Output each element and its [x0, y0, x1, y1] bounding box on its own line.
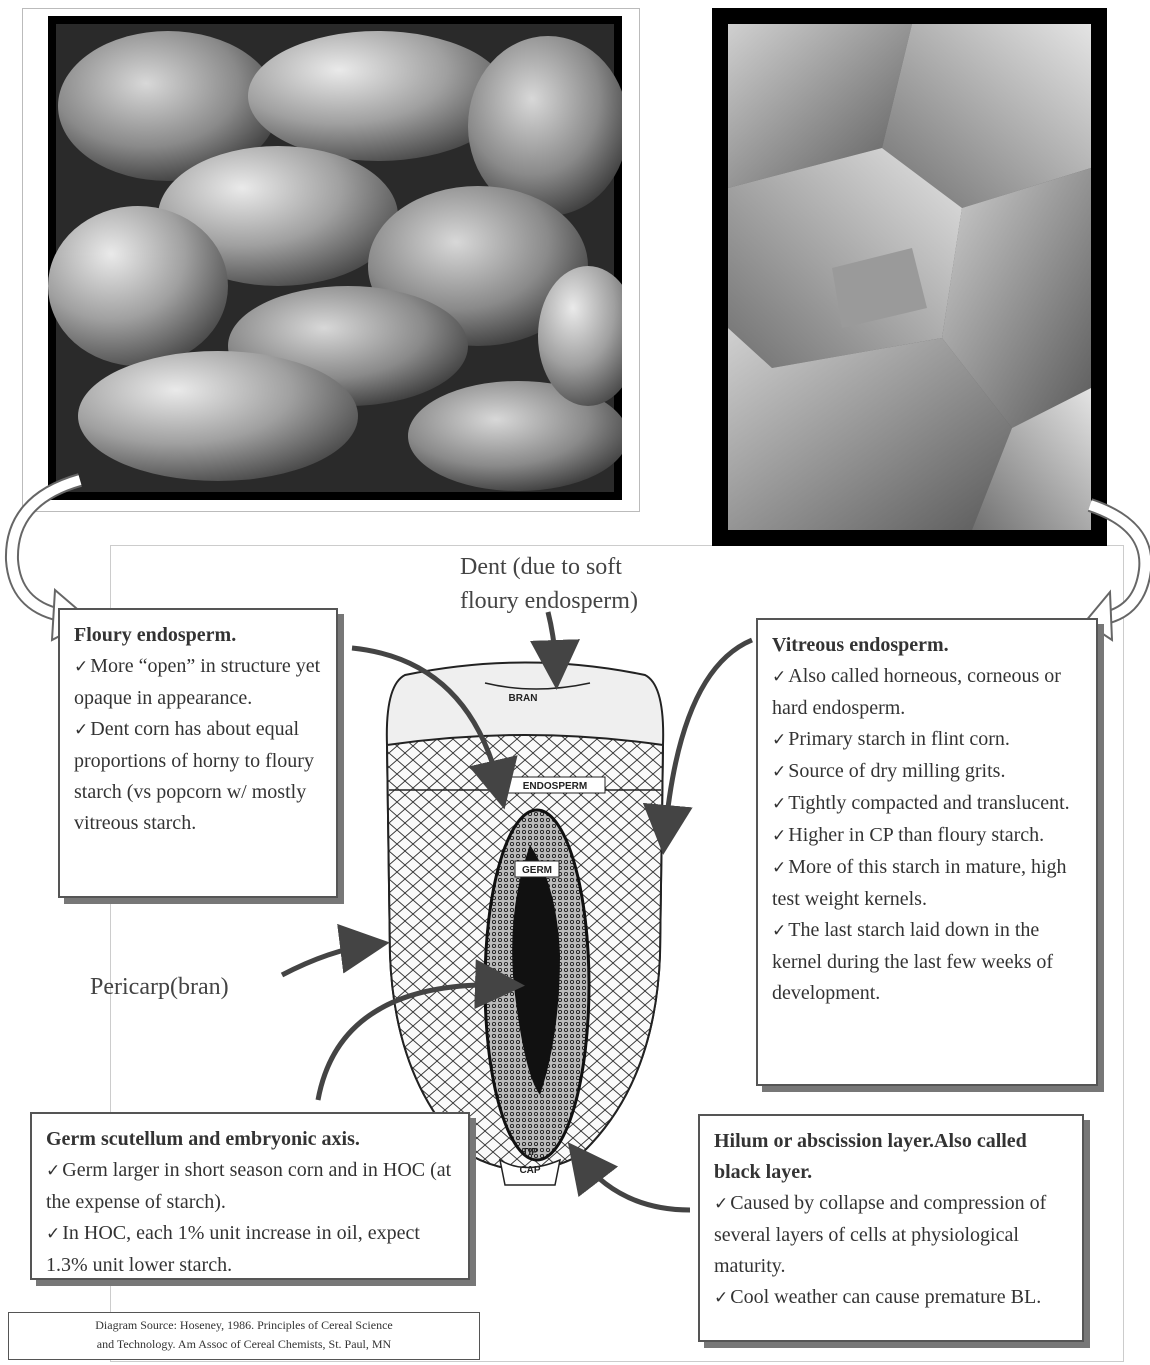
- floury-item: ✓Dent corn has about equal proportions o…: [74, 714, 322, 839]
- vitreous-item: ✓The last starch laid down in the kernel…: [772, 915, 1082, 1009]
- hilum-title: Hilum or abscission layer.Also called bl…: [714, 1126, 1068, 1188]
- germ-title: Germ scutellum and embryonic axis.: [46, 1124, 454, 1155]
- check-icon: ✓: [46, 1161, 60, 1181]
- check-icon: ✓: [74, 657, 88, 677]
- hilum-callout: Hilum or abscission layer.Also called bl…: [698, 1114, 1084, 1342]
- check-icon: ✓: [772, 921, 786, 941]
- check-icon: ✓: [714, 1194, 728, 1214]
- hilum-item: ✓Cool weather can cause premature BL.: [714, 1282, 1068, 1314]
- floury-endosperm-callout: Floury endosperm. ✓More “open” in struct…: [58, 608, 338, 898]
- source-line2: and Technology. Am Assoc of Cereal Chemi…: [97, 1337, 391, 1351]
- vitreous-title: Vitreous endosperm.: [772, 630, 1082, 661]
- check-icon: ✓: [46, 1224, 60, 1244]
- source-line1: Diagram Source: Hoseney, 1986. Principle…: [95, 1318, 392, 1332]
- floury-title: Floury endosperm.: [74, 620, 322, 651]
- check-icon: ✓: [772, 858, 786, 878]
- diagram-source-note: Diagram Source: Hoseney, 1986. Principle…: [8, 1312, 480, 1360]
- hilum-item: ✓Caused by collapse and compression of s…: [714, 1188, 1068, 1282]
- dent-label-line2: floury endosperm): [460, 588, 638, 614]
- check-icon: ✓: [772, 667, 786, 687]
- vitreous-item: ✓Primary starch in flint corn.: [772, 724, 1082, 756]
- dent-label-line1: Dent (due to soft: [460, 554, 622, 580]
- check-icon: ✓: [772, 826, 786, 846]
- vitreous-item: ✓Also called horneous, corneous or hard …: [772, 661, 1082, 724]
- germ-item: ✓Germ larger in short season corn and in…: [46, 1155, 454, 1218]
- check-icon: ✓: [772, 794, 786, 814]
- vitreous-item: ✓Source of dry milling grits.: [772, 756, 1082, 788]
- check-icon: ✓: [772, 762, 786, 782]
- pericarp-label: Pericarp(bran): [90, 970, 229, 1004]
- check-icon: ✓: [74, 720, 88, 740]
- vitreous-endosperm-callout: Vitreous endosperm. ✓Also called horneou…: [756, 618, 1098, 1086]
- vitreous-item: ✓More of this starch in mature, high tes…: [772, 852, 1082, 915]
- vitreous-item: ✓Higher in CP than floury starch.: [772, 820, 1082, 852]
- germ-item: ✓In HOC, each 1% unit increase in oil, e…: [46, 1218, 454, 1281]
- vitreous-item: ✓Tightly compacted and translucent.: [772, 788, 1082, 820]
- check-icon: ✓: [714, 1288, 728, 1308]
- germ-callout: Germ scutellum and embryonic axis. ✓Germ…: [30, 1112, 470, 1280]
- floury-item: ✓More “open” in structure yet opaque in …: [74, 651, 322, 714]
- dent-label: Dent (due to soft floury endosperm): [460, 550, 638, 618]
- check-icon: ✓: [772, 730, 786, 750]
